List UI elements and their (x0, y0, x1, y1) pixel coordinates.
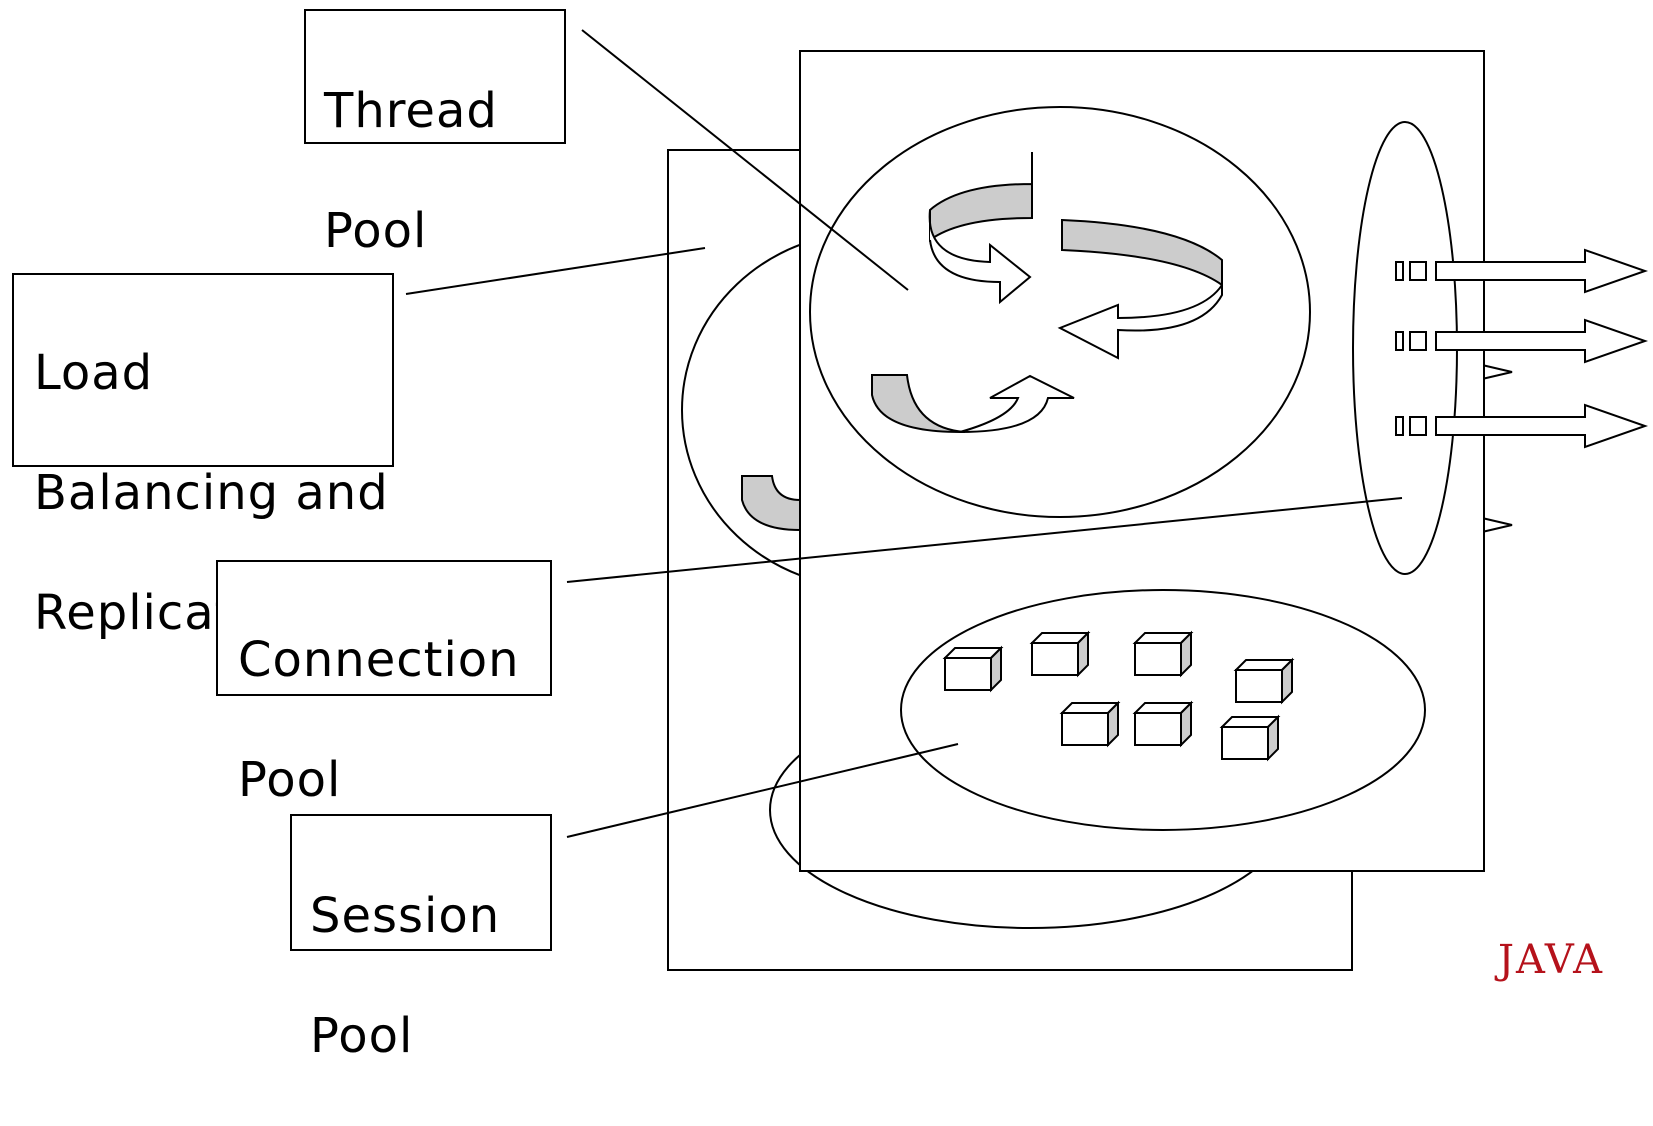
session-pool-label: Session Pool (290, 814, 552, 1064)
session-cube (1233, 657, 1295, 705)
session-pool-leader (566, 743, 959, 838)
connection-pool-label: Connection Pool (216, 560, 552, 808)
load-balancing-label: Load Balancing and Replication (12, 273, 394, 641)
leader-lines (405, 29, 1403, 838)
session-cube (1059, 700, 1121, 748)
thread-pool-leader (581, 29, 909, 291)
session-objects (942, 630, 1295, 762)
thread-pool-ellipse (809, 106, 1311, 518)
java-logo: JAVA (1498, 937, 1604, 983)
load-balancing-leader (405, 247, 706, 295)
connection-pool-leader (566, 497, 1403, 583)
load-balancing-label-line-1: Load (34, 345, 154, 401)
load-balancing-label-line-2: Balancing and (34, 465, 389, 521)
session-cube (1132, 630, 1194, 678)
session-cube (1219, 714, 1281, 762)
connection-pool-label-line-2: Pool (238, 752, 342, 808)
thread-pool-label-line-2: Pool (324, 203, 428, 259)
session-cube (942, 645, 1004, 693)
session-cube (1029, 630, 1091, 678)
session-cube (1132, 700, 1194, 748)
thread-pool-label: Thread Pool (304, 9, 566, 259)
session-pool-label-line-1: Session (310, 888, 501, 944)
connection-arrows (1395, 248, 1649, 449)
thread-pool-label-line-1: Thread (324, 83, 498, 139)
architecture-diagram (405, 29, 1649, 971)
session-pool-label-line-2: Pool (310, 1008, 414, 1064)
connection-pool-label-line-1: Connection (238, 632, 520, 688)
